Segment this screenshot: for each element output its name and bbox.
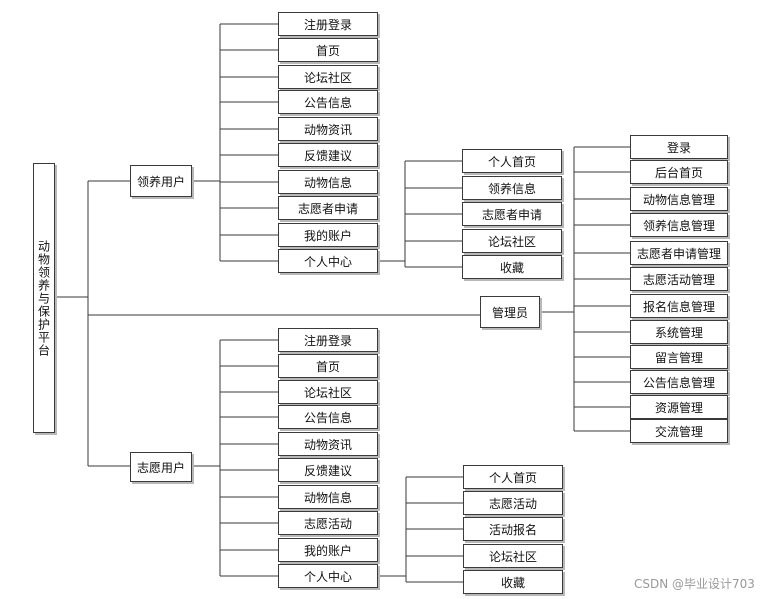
volunteer-personal-item: 收藏	[463, 570, 563, 594]
volunteer-personal-item: 志愿活动	[463, 491, 563, 515]
adopter-user-node: 领养用户	[130, 165, 192, 197]
adopter-menu-item: 动物信息	[278, 170, 378, 194]
adopter-menu-item: 公告信息	[278, 90, 378, 114]
admin-node: 管理员	[480, 296, 540, 328]
admin-menu-item: 后台首页	[630, 160, 728, 184]
volunteer-personal-item: 个人首页	[463, 465, 563, 489]
adopter-personal-item: 领养信息	[462, 176, 562, 200]
admin-menu-item: 交流管理	[630, 419, 728, 443]
volunteer-personal-item: 论坛社区	[463, 544, 563, 568]
volunteer-personal-item: 活动报名	[463, 517, 563, 541]
volunteer-menu-item: 志愿活动	[278, 511, 378, 535]
volunteer-menu-item: 注册登录	[278, 328, 378, 352]
adopter-personal-item: 个人首页	[462, 149, 562, 173]
volunteer-menu-item: 公告信息	[278, 405, 378, 429]
adopter-personal-item: 志愿者申请	[462, 202, 562, 226]
adopter-personal-item: 收藏	[462, 255, 562, 279]
adopter-personal-item: 论坛社区	[462, 229, 562, 253]
admin-menu-item: 报名信息管理	[630, 294, 728, 318]
volunteer-menu-item: 个人中心	[278, 564, 378, 588]
admin-menu-item: 公告信息管理	[630, 370, 728, 394]
volunteer-menu-item: 动物资讯	[278, 432, 378, 456]
volunteer-menu-item: 首页	[278, 354, 378, 378]
admin-menu-item: 动物信息管理	[630, 187, 728, 211]
volunteer-user-node: 志愿用户	[130, 452, 192, 482]
admin-menu-item: 登录	[630, 135, 728, 159]
adopter-menu-item: 我的账户	[278, 223, 378, 247]
volunteer-menu-item: 反馈建议	[278, 458, 378, 482]
admin-menu-item: 志愿活动管理	[630, 267, 728, 291]
watermark: CSDN @毕业设计703	[634, 577, 755, 591]
volunteer-menu-item: 动物信息	[278, 485, 378, 509]
admin-menu-item: 留言管理	[630, 345, 728, 369]
root-node: 动物领养与保护平台	[33, 163, 55, 433]
admin-menu-item: 志愿者申请管理	[630, 241, 728, 265]
adopter-menu-item: 论坛社区	[278, 65, 378, 89]
adopter-menu-item: 志愿者申请	[278, 196, 378, 220]
volunteer-menu-item: 我的账户	[278, 538, 378, 562]
admin-menu-item: 资源管理	[630, 395, 728, 419]
admin-menu-item: 领养信息管理	[630, 213, 728, 237]
volunteer-menu-item: 论坛社区	[278, 380, 378, 404]
admin-menu-item: 系统管理	[630, 320, 728, 344]
adopter-menu-item: 首页	[278, 38, 378, 62]
adopter-menu-item: 反馈建议	[278, 143, 378, 167]
adopter-menu-item: 注册登录	[278, 12, 378, 36]
adopter-menu-item: 个人中心	[278, 249, 378, 273]
adopter-menu-item: 动物资讯	[278, 117, 378, 141]
